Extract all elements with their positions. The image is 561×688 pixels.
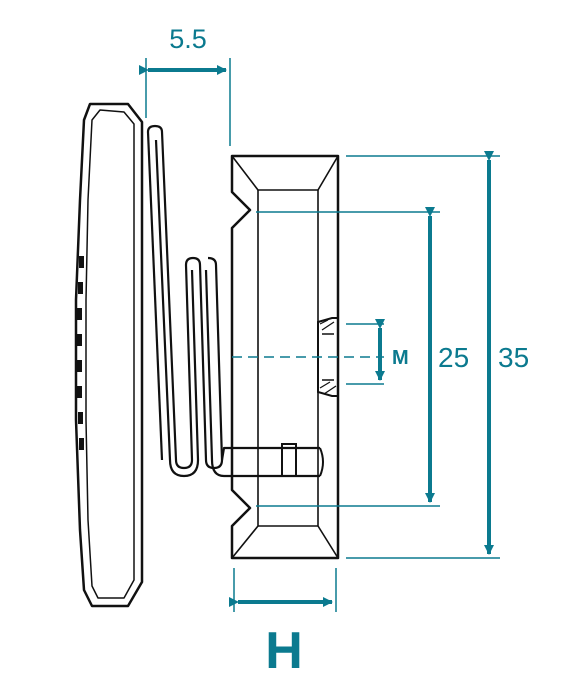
dimension-arrows: [139, 65, 494, 607]
outer-height-label: 35: [498, 342, 529, 373]
inner-height-label: 25: [438, 342, 469, 373]
threaded-insert-hatch: [319, 319, 337, 395]
thread-label: M: [392, 347, 409, 369]
width-label: H: [265, 622, 303, 680]
spring-wire: [146, 124, 320, 478]
handle-grip-marks: [77, 256, 84, 450]
extension-lines: [145, 58, 500, 612]
wire-pin-end: [281, 443, 324, 477]
handle-housing: [74, 102, 144, 608]
mounting-block: [230, 154, 340, 560]
top-offset-label: 5.5: [169, 24, 207, 54]
threaded-insert: [317, 317, 339, 397]
